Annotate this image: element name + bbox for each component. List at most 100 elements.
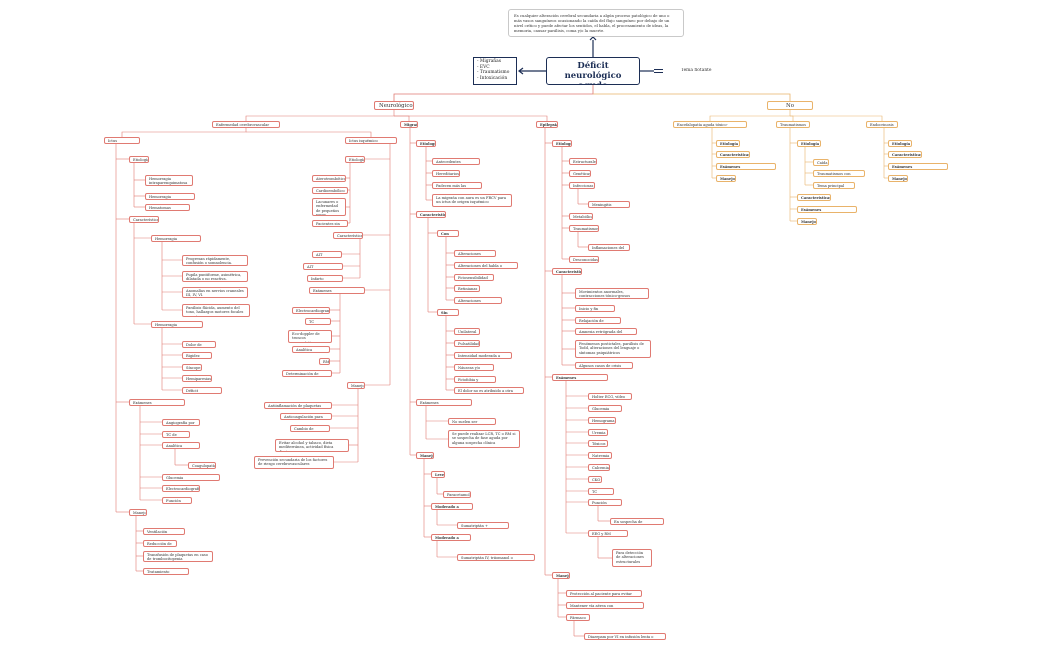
ischemic-node[interactable]: Ictus isquémico transitorio <box>345 137 397 144</box>
mig-leve-item[interactable]: Paracetamol <box>443 491 471 498</box>
mig-noaura-item[interactable]: Pulsatilidad <box>454 340 480 347</box>
isq-man-item[interactable]: Prevención secundaria de los factores de… <box>254 456 334 469</box>
hem-car[interactable]: Características <box>129 216 159 223</box>
endo-item[interactable]: Manejo <box>888 175 908 182</box>
epi-ex-item[interactable]: Para detección de alteraciones estructur… <box>612 549 652 567</box>
enc-item[interactable]: Etiología <box>716 140 740 147</box>
hem-ex-item[interactable]: Coagulopatía <box>188 462 216 469</box>
trau-etio[interactable]: Etiología <box>797 140 821 147</box>
mig-noaura-item[interactable]: Unilateral <box>454 328 480 335</box>
hem-etio-item[interactable]: Hematomas epidurales <box>145 204 190 211</box>
mig-aura-item[interactable]: Alteraciones del habla o lenguaje <box>454 262 518 269</box>
mig-etio-item[interactable]: Padecen más las mujeres <box>432 182 482 189</box>
epi-ex-item[interactable]: EEG y RM cerebral <box>588 530 628 537</box>
hem-man-item[interactable]: Reducción de Pa <box>143 540 177 547</box>
hem-hs-item[interactable]: Déficit neurológico <box>182 387 222 394</box>
epi-ex-item[interactable]: Hemograma <box>588 417 616 424</box>
mig-aura-item[interactable]: Alteraciones sensitivas <box>454 297 502 304</box>
neurological-branch[interactable]: Neurológicos <box>374 101 414 110</box>
traumatismos-node[interactable]: Traumatismos <box>776 121 810 128</box>
hem-man-item[interactable]: Transfusión de plaquetas en caso de trom… <box>143 551 213 562</box>
hem-etio[interactable]: Etiología <box>129 156 149 163</box>
hem-hs-item[interactable]: Dolor de cabeza <box>182 341 216 348</box>
epi-etio-item[interactable]: Desconocidas <box>569 256 599 263</box>
hem-hs-item[interactable]: Hemiparesias <box>182 375 212 382</box>
epi-man-item[interactable]: Mantener vía aérea con hiperextensión <box>566 602 644 609</box>
trau-etio-item[interactable]: Traumatismos con objetos <box>813 170 865 177</box>
hem-ex-item[interactable]: Analítica completa <box>162 442 200 449</box>
mig-leve[interactable]: Leve <box>431 471 445 478</box>
hem-man[interactable]: Manejo <box>129 509 147 516</box>
mig-grave-item[interactable]: Sumatriptán IV, triiomanol o valecolatos <box>457 554 535 561</box>
epi-ex-item[interactable]: CKO <box>588 476 602 483</box>
epi-ex-item[interactable]: Punción lumbar <box>588 499 622 506</box>
epi-ex-item[interactable]: Holter ECG, vídeo EEG <box>588 393 632 400</box>
epi-man-item[interactable]: Protección al paciente para evitar lesio… <box>566 590 642 597</box>
epi-car-item[interactable]: Fenómenos postictales, parálisis de Todd… <box>575 340 651 358</box>
isq-etio-item[interactable]: Cardioembólico <box>312 187 348 194</box>
hem-ex-item[interactable]: Función renal <box>162 497 192 504</box>
mig-aura-item[interactable]: Alteraciones visuales <box>454 250 496 257</box>
epi-ex-item[interactable]: TC cerebral <box>588 488 614 495</box>
mig-noaura-item[interactable]: Intensidad moderada a grave <box>454 352 512 359</box>
isq-man-item[interactable]: Antiinflamación de plaquetas <box>264 402 332 409</box>
epi-etio[interactable]: Etiología <box>552 140 572 147</box>
hemorrhagic-node[interactable]: Ictus hemorrágico <box>104 137 140 144</box>
isq-car[interactable]: Características <box>333 232 363 239</box>
hem-hi-item[interactable]: Pupila puntiforme, asimétrica, dilatada … <box>182 271 248 282</box>
mig-car[interactable]: Características <box>416 211 446 218</box>
mig-etio-item[interactable]: La migraña con aura es un FRCV para un i… <box>432 194 512 207</box>
epilepsy-node[interactable]: Epilepsia <box>536 121 558 128</box>
hem-ex-item[interactable]: Glucemia ácidoaminomáticos <box>162 474 220 481</box>
isq-ex[interactable]: Exámenes complementarios <box>309 287 365 294</box>
enc-item[interactable]: Manejo <box>716 175 736 182</box>
trau-item[interactable]: Exámenes complementarios <box>797 206 857 213</box>
mig-aura[interactable]: Con aura <box>437 230 459 237</box>
trau-etio-item[interactable]: Caída <box>813 159 829 166</box>
hem-hi-item[interactable]: Anomalías en nervios craneales III, IV, … <box>182 287 248 298</box>
epi-ex-item[interactable]: Glucemia capilar <box>588 405 622 412</box>
hem-ex-item[interactable]: Angiografía por TC <box>162 419 200 426</box>
hem-hi[interactable]: Hemorragia intracerebral <box>151 235 201 242</box>
mig-etio-item[interactable]: Antecedentes familiares <box>432 158 480 165</box>
isq-etio-item[interactable]: Lacunares o enfermedad de pequeños vasos <box>312 198 346 216</box>
epi-car-item[interactable]: Movimientos anormales, contracciones tón… <box>575 288 649 299</box>
epi-ex-item[interactable]: Tóxicos <box>588 440 608 447</box>
non-neurological-branch[interactable]: No neurológicos <box>767 101 813 110</box>
epi-car[interactable]: Características <box>552 268 582 275</box>
isq-man-item[interactable]: Anticoagulación para ACF <box>280 413 332 420</box>
isq-ex-item[interactable]: Electrocardiograma <box>292 307 330 314</box>
mig-etio-item[interactable]: Hereditarios <box>432 170 460 177</box>
mig-ex-item[interactable]: Se puede realizar LCR, TC o RM si se sos… <box>448 430 520 448</box>
isq-man[interactable]: Manejo <box>347 382 365 389</box>
mig-mod-item[interactable]: Sumatriptán + Naproxeno <box>457 522 509 529</box>
isq-car-item[interactable]: AIT carotídeo <box>312 251 342 258</box>
mig-aura-item[interactable]: Retinianas <box>454 285 480 292</box>
isq-car-item[interactable]: Infarto lacunares <box>307 275 343 282</box>
hem-man-item[interactable]: Ventilación adecuada <box>143 528 185 535</box>
isq-man-item[interactable]: Evitar alcohol y tabaco, dieta mediterrá… <box>275 439 349 452</box>
epi-etio-item[interactable]: Infecciosas <box>569 182 595 189</box>
mig-ex[interactable]: Exámenes complementarios <box>416 399 472 406</box>
isq-ex-item[interactable]: Determinación de glucosa <box>282 370 332 377</box>
mig-noaura[interactable]: Sin aura <box>437 309 459 316</box>
hem-ex-item[interactable]: TC de cabeza <box>162 431 190 438</box>
mig-grave[interactable]: Moderado a grave <box>431 534 471 541</box>
isq-car-item[interactable]: AIT vertebrobasilar <box>303 263 343 270</box>
hem-etio-item[interactable]: Hemorragia subaracnoidea <box>145 193 195 200</box>
epi-etio-item[interactable]: Genéticas <box>569 170 591 177</box>
evc-node[interactable]: Enfermedad cerebrovascular aguda <box>212 121 280 128</box>
epi-etio-item[interactable]: Inflamaciones del SNC <box>588 244 630 251</box>
hem-hs-item[interactable]: Rigidez nucal <box>182 352 212 359</box>
isq-man-item[interactable]: Cambio de hábitos <box>290 425 330 432</box>
hem-hs[interactable]: Hemorragia subaracnoidea <box>151 321 203 328</box>
epi-etio-item[interactable]: Metabólicas <box>569 213 593 220</box>
encefalopatia-node[interactable]: Encefalopatía aguda tóxico-metabólica <box>673 121 747 128</box>
trau-item[interactable]: Manejo <box>797 218 817 225</box>
mig-mod[interactable]: Moderado a intenso <box>431 503 473 510</box>
isq-ex-item[interactable]: Analítica completa <box>292 346 330 353</box>
epi-ex-item[interactable]: Uremia <box>588 429 608 436</box>
trau-item[interactable]: Características <box>797 194 831 201</box>
isq-etio-item[interactable]: Aterotrombótico <box>312 175 346 182</box>
epi-ex[interactable]: Exámenes complementarios <box>552 374 608 381</box>
